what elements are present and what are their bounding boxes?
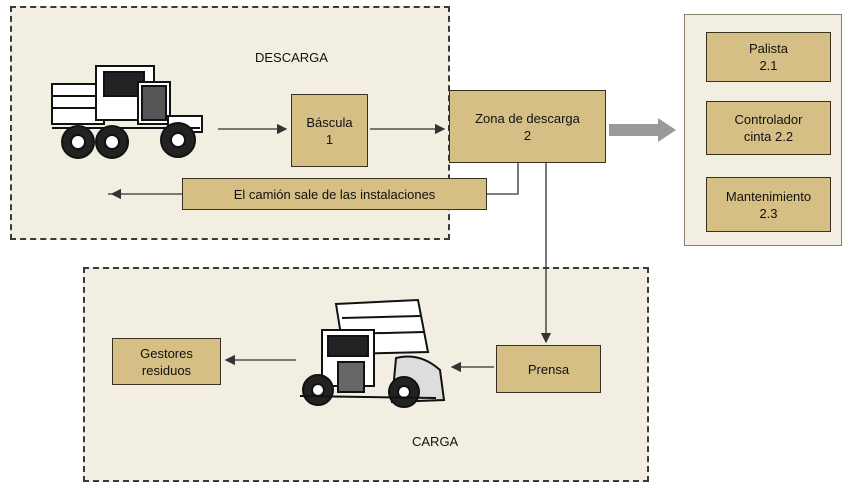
gestores-box: Gestores residuos — [112, 338, 221, 385]
descarga-label: DESCARGA — [255, 50, 328, 65]
mantenimiento-box: Mantenimiento 2.3 — [706, 177, 831, 232]
dump-truck-icon — [299, 298, 446, 408]
zona-descarga-box: Zona de descarga 2 — [449, 90, 606, 163]
controlador-box: Controlador cinta 2.2 — [706, 101, 831, 155]
prensa-box: Prensa — [496, 345, 601, 393]
palista-box: Palista 2.1 — [706, 32, 831, 82]
big-arrow-to-roles — [609, 118, 676, 142]
carga-label: CARGA — [412, 434, 459, 449]
flatbed-truck-icon — [51, 65, 203, 159]
bascula-box: Báscula 1 — [291, 94, 368, 167]
exit-box: El camión sale de las instalaciones — [182, 178, 487, 210]
